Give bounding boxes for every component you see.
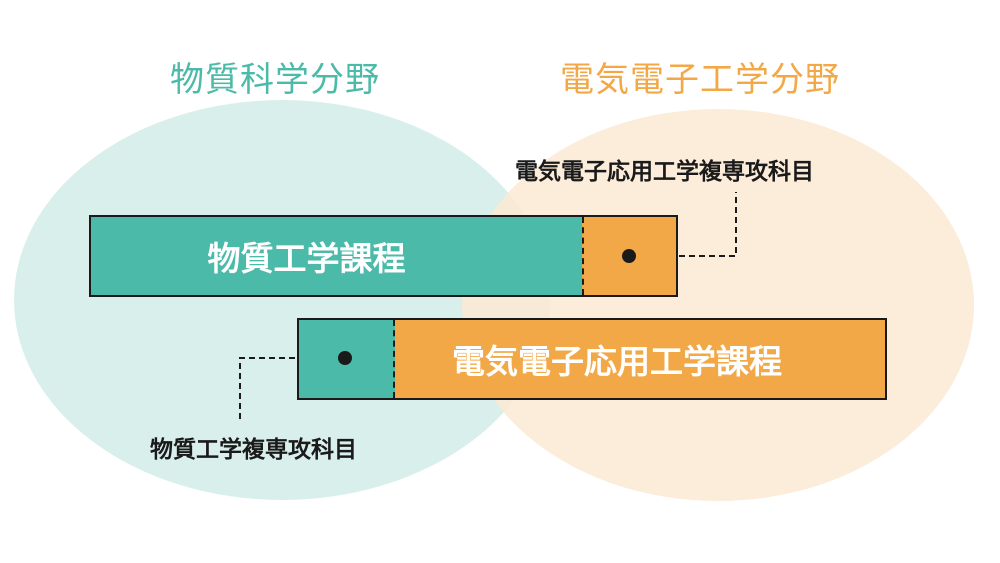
- venn-circle-electrical: [462, 109, 974, 501]
- program-text-electrical: 電気電子応用工学課程: [452, 342, 782, 381]
- field-title-materials: 物質科学分野: [170, 60, 380, 100]
- program-label-materials: 物質工学課程: [91, 217, 582, 295]
- venn-circle-materials: [14, 100, 550, 500]
- program-label-electrical: 電気電子応用工学課程: [395, 320, 885, 398]
- double-major-segment-electrical: [582, 217, 676, 295]
- double-major-segment-materials: [299, 320, 395, 398]
- program-bar-electrical: 電気電子応用工学課程: [297, 318, 887, 400]
- callout-label-materials-double-major: 物質工学複専攻科目: [150, 437, 357, 463]
- program-bar-materials: 物質工学課程: [89, 215, 678, 297]
- program-text-materials: 物質工学課程: [207, 239, 406, 278]
- callout-label-electrical-double-major: 電気電子応用工学複専攻科目: [515, 159, 814, 185]
- field-title-electrical: 電気電子工学分野: [560, 60, 840, 100]
